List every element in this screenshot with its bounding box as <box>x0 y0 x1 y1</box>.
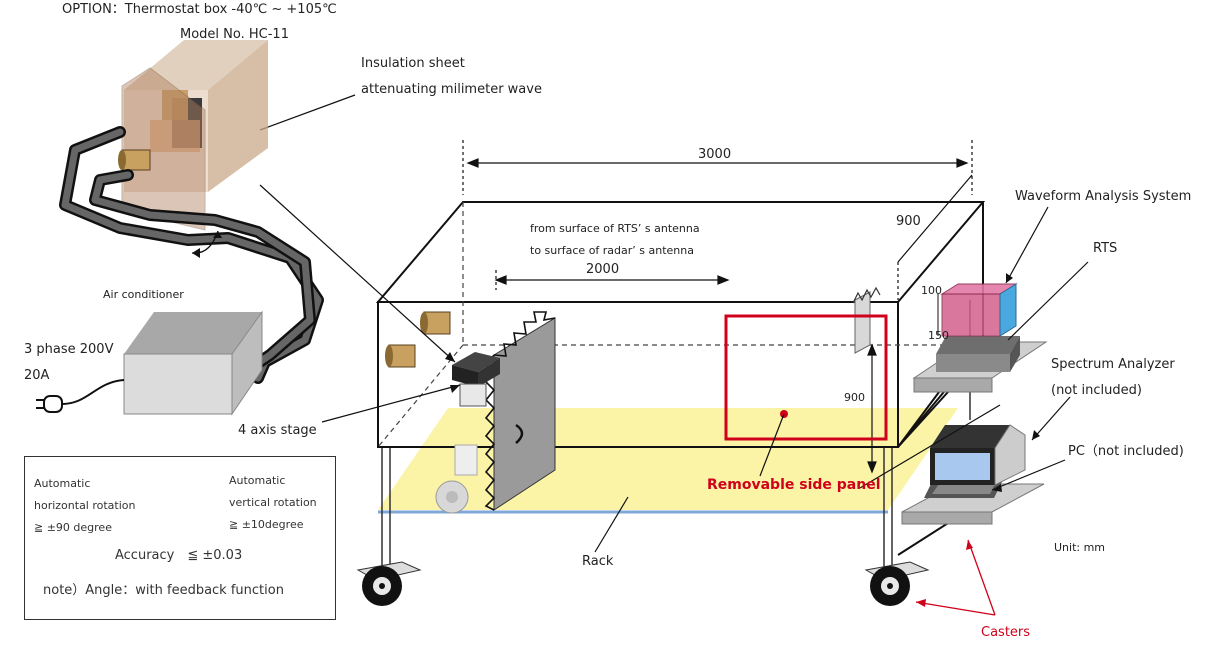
wfa-arrowhead <box>1006 273 1013 283</box>
power-label-2: 20A <box>24 368 50 383</box>
dim-900-height-label: 900 <box>844 391 865 404</box>
dim-900-height <box>867 343 877 474</box>
unit-label: Unit: mm <box>1054 541 1106 554</box>
horiz-rotation-2: horizontal rotation <box>34 499 136 512</box>
cables <box>59 126 324 384</box>
thermostat-box <box>118 40 268 231</box>
absorber-handle <box>515 423 524 444</box>
spectrum-label-2: (not included) <box>1051 383 1142 398</box>
power-label-1: 3 phase 200V <box>24 342 114 357</box>
rack-leader <box>594 496 629 553</box>
removable-panel-outline <box>724 314 888 441</box>
casters-arrowhead-1 <box>916 599 926 607</box>
rotation-arrowhead-a <box>192 248 200 258</box>
spectrum-shelf <box>912 336 1048 393</box>
insulation-leader <box>259 94 356 131</box>
rotation-arrowhead-b <box>213 231 222 238</box>
horn-cylinders <box>385 311 451 368</box>
spectrum-arrowhead <box>1032 430 1040 440</box>
note-text: note）Angle：with feedback function <box>43 583 284 598</box>
dim-900-depth <box>897 174 973 300</box>
thermostat-to-stage <box>259 184 456 363</box>
dim-3000-label: 3000 <box>698 147 732 162</box>
antenna-label-1: from surface of RTS’ s antenna <box>530 222 700 235</box>
model-number: Model No. HC-11 <box>180 27 289 42</box>
insulation-label-2: attenuating milimeter wave <box>361 82 542 97</box>
absorber-teeth-top <box>493 311 556 357</box>
stage-leader <box>321 384 461 423</box>
casters-arrows <box>915 539 996 616</box>
plug-icon <box>36 395 63 413</box>
right-leaders <box>859 206 1089 491</box>
removable-panel-leader <box>759 413 785 477</box>
rack-legs <box>381 300 971 570</box>
option-title: OPTION：Thermostat box -40℃ ~ +105℃ <box>62 2 337 17</box>
dim-3000-line <box>462 140 973 195</box>
air-conditioner-label: Air conditioner <box>103 288 184 301</box>
caster-left <box>356 561 422 606</box>
horiz-rotation-3: ≧ ±90 degree <box>34 521 112 534</box>
four-axis-stage <box>452 352 500 407</box>
caster-right <box>864 561 930 606</box>
pc-arrowhead <box>992 484 1002 492</box>
pc-shelf <box>901 424 1045 525</box>
rear-wheel <box>435 444 478 514</box>
spectrum-label-1: Spectrum Analyzer <box>1051 357 1175 372</box>
rts-unit <box>937 283 1018 337</box>
thermostat-arrowhead <box>445 352 455 362</box>
info-box: Automatic horizontal rotation ≧ ±90 degr… <box>24 456 336 620</box>
vert-rotation-1: Automatic <box>229 474 286 487</box>
power-cord <box>59 379 125 406</box>
removable-panel-label: Removable side panel <box>707 477 881 493</box>
reflector-plate <box>854 291 871 354</box>
antenna-label-2: to surface of radar’ s antenna <box>530 244 694 257</box>
insulation-label-1: Insulation sheet <box>361 56 465 71</box>
vert-rotation-2: vertical rotation <box>229 496 317 509</box>
vert-rotation-3: ≧ ±10degree <box>229 518 304 531</box>
dim-2000-label: 2000 <box>586 262 620 277</box>
horiz-rotation-1: Automatic <box>34 477 91 490</box>
rts-dim-100: 100 <box>921 284 942 297</box>
rack-label: Rack <box>582 554 614 569</box>
casters-label: Casters <box>981 625 1031 640</box>
dim-2000-line <box>494 270 730 290</box>
accuracy-text: Accuracy ≦ ±0.03 <box>115 548 243 563</box>
absorber-wall <box>493 317 556 511</box>
stage-label: 4 axis stage <box>238 423 317 438</box>
rts-dim-150: 150 <box>928 329 949 342</box>
casters-arrowhead-2 <box>966 540 973 550</box>
rts-label: RTS <box>1093 241 1118 256</box>
pc-label: PC（not included) <box>1068 444 1184 459</box>
air-conditioner <box>123 310 263 416</box>
stage-arrowhead <box>450 385 460 393</box>
dim-900-depth-label: 900 <box>896 214 921 229</box>
reflector-teeth <box>852 286 881 304</box>
wfa-label: Waveform Analysis System <box>1015 189 1192 204</box>
